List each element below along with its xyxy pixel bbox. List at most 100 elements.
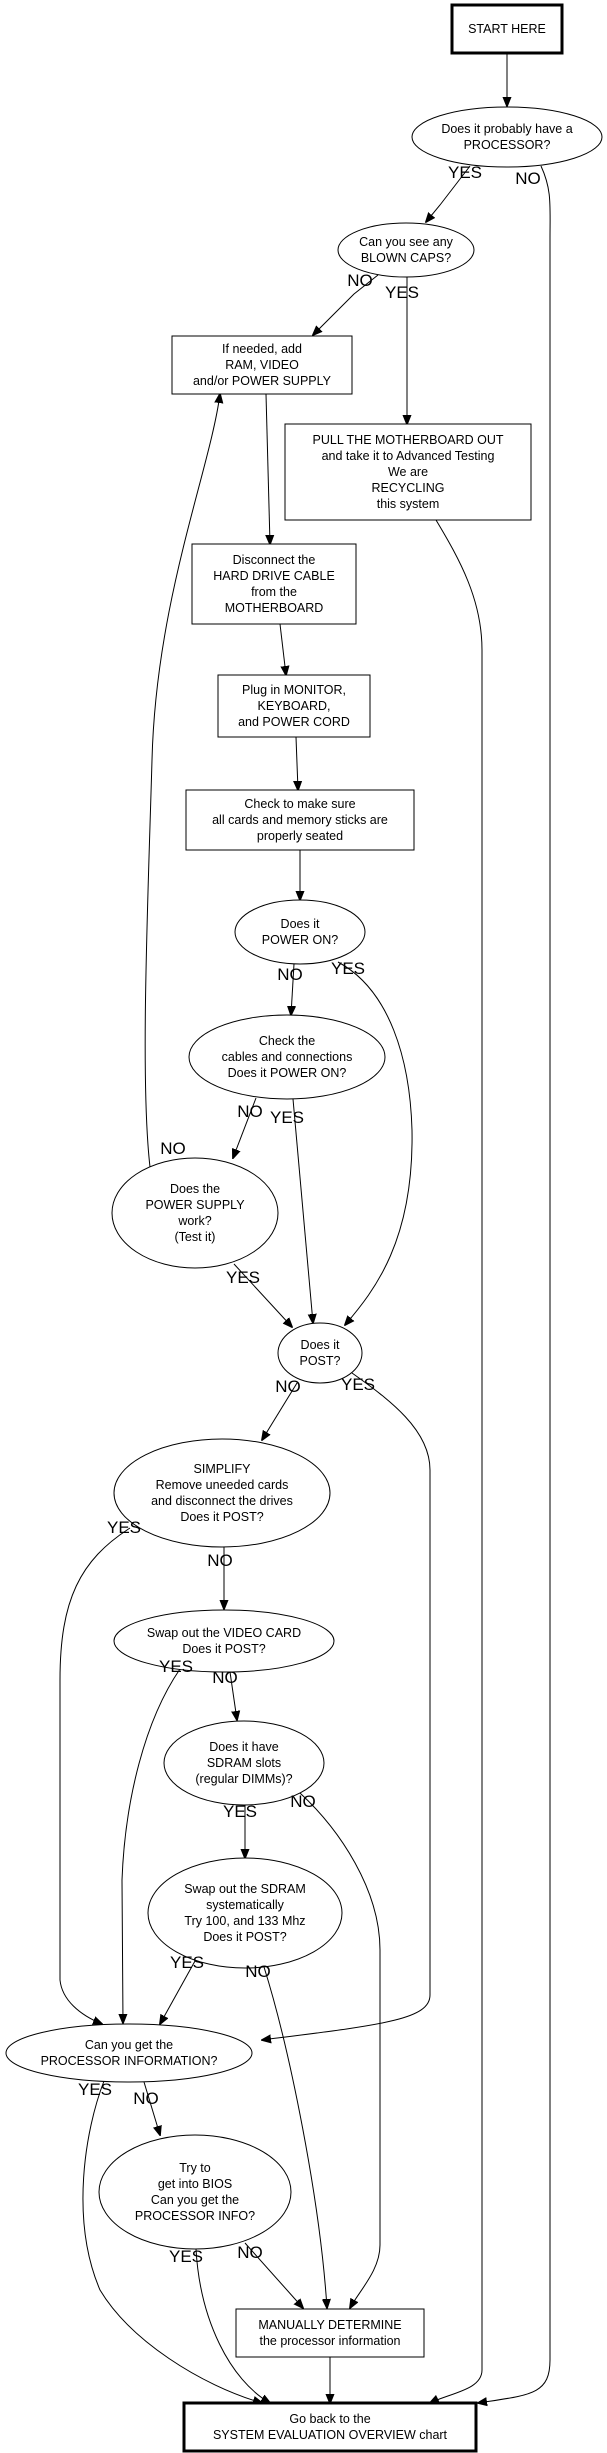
node-text-line: Does it POST? — [203, 1930, 286, 1944]
edge-check-cables-to-post — [292, 1098, 313, 1323]
edge-label-no: NO — [207, 1551, 233, 1570]
decision-ellipse — [411, 106, 603, 168]
node-text-line: Does the — [170, 1182, 220, 1196]
edge-label-yes: YES — [78, 2080, 112, 2099]
edge-psu-work-to-add-parts — [144, 394, 220, 1168]
node-has-proc: Does it probably have a PROCESSOR? — [411, 106, 603, 168]
node-text-line: and take it to Advanced Testing — [322, 449, 495, 463]
edge-label-yes: YES — [341, 1375, 375, 1394]
node-swap-video: Swap out the VIDEO CARD Does it POST? — [113, 1609, 335, 1673]
decision-ellipse — [147, 1857, 343, 1969]
edge-bios-to-manual — [244, 2242, 303, 2308]
node-text-line: and POWER CORD — [238, 715, 350, 729]
node-text-line: cables and connections — [222, 1050, 353, 1064]
edge-swap-sdram-to-manual — [263, 1966, 327, 2308]
edge-label-no: NO — [290, 1792, 316, 1811]
terminal-box — [450, 3, 564, 55]
edge-label-yes: YES — [270, 1108, 304, 1127]
node-text-line: RAM, VIDEO — [225, 358, 299, 372]
edge-has-proc-to-go-back — [478, 165, 551, 2403]
edge-sdram-slots-to-manual — [299, 1792, 381, 2308]
node-text-line: PROCESSOR INFORMATION? — [41, 2054, 218, 2068]
decision-ellipse — [113, 1609, 335, 1673]
edge-bios-to-go-back — [195, 2248, 270, 2403]
node-text-line: PROCESSOR? — [464, 138, 551, 152]
node-text-line: get into BIOS — [158, 2177, 232, 2191]
node-start: START HERE — [450, 3, 564, 55]
node-text-line: Check the — [259, 1034, 315, 1048]
edge-label-no: NO — [133, 2089, 159, 2108]
process-box — [217, 674, 371, 738]
decision-ellipse — [337, 222, 475, 278]
node-text-line: Does it — [281, 917, 320, 931]
node-manual: MANUALLY DETERMINE the processor informat… — [235, 2308, 425, 2358]
node-text-line: Disconnect the — [233, 553, 316, 567]
edge-label-yes: YES — [331, 959, 365, 978]
node-text-line: the processor information — [259, 2334, 400, 2348]
node-text-line: KEYBOARD, — [258, 699, 331, 713]
node-text-line: Does it have — [209, 1740, 279, 1754]
edge-label-no: NO — [212, 1668, 238, 1687]
edge-post-to-proc-info — [262, 1372, 431, 2040]
edge-has-proc-to-blown-caps — [426, 165, 471, 222]
node-text-line: Does it probably have a — [441, 122, 572, 136]
edge-label-no: NO — [237, 1102, 263, 1121]
edge-add-parts-to-disconnect-hd — [266, 393, 270, 544]
edge-simplify-to-proc-info — [59, 1527, 131, 2024]
node-text-line: Try 100, and 133 Mhz — [184, 1914, 305, 1928]
node-text-line: Swap out the VIDEO CARD — [147, 1626, 301, 1640]
process-box — [191, 543, 357, 625]
edge-power-on-to-post — [337, 961, 413, 1325]
edge-label-no: NO — [515, 169, 541, 188]
edge-blown-caps-to-add-parts — [313, 274, 379, 335]
node-text-line: PULL THE MOTHERBOARD OUT — [313, 433, 504, 447]
decision-ellipse — [113, 1438, 331, 1548]
edge-label-yes: YES — [226, 1268, 260, 1287]
node-text-line: and/or POWER SUPPLY — [193, 374, 332, 388]
edge-label-no: NO — [347, 271, 373, 290]
decision-ellipse — [188, 1014, 386, 1100]
process-box — [185, 789, 415, 851]
edge-power-on-to-check-cables — [291, 963, 294, 1015]
node-text-line: from the — [251, 585, 297, 599]
process-box — [171, 335, 353, 395]
edge-pull-mb-to-go-back — [430, 519, 483, 2403]
edge-label-no: NO — [277, 965, 303, 984]
node-text-line: and disconnect the drives — [151, 1494, 293, 1508]
edge-label-yes: YES — [169, 2247, 203, 2266]
decision-ellipse — [234, 899, 366, 965]
node-text-line: If needed, add — [222, 342, 302, 356]
edge-check-cables-to-psu-work — [233, 1097, 257, 1158]
node-text-line: POST? — [300, 1354, 341, 1368]
edge-psu-work-to-post — [233, 1263, 292, 1327]
node-text-line: RECYCLING — [372, 481, 445, 495]
decision-ellipse — [163, 1720, 325, 1806]
node-text-line: SIMPLIFY — [194, 1462, 252, 1476]
edge-label-yes: YES — [223, 1802, 257, 1821]
edge-label-no: NO — [160, 1139, 186, 1158]
edge-proc-info-to-go-back — [82, 2080, 262, 2403]
process-box — [235, 2308, 425, 2358]
edge-label-yes: YES — [107, 1518, 141, 1537]
node-text-line: MANUALLY DETERMINE — [258, 2318, 401, 2332]
node-text-line: We are — [388, 465, 428, 479]
node-text-line: Does it POST? — [182, 1642, 265, 1656]
edge-disconnect-hd-to-plug-in — [279, 623, 286, 675]
edge-label-no: NO — [245, 1962, 271, 1981]
node-text-line: Try to — [179, 2161, 211, 2175]
edge-swap-sdram-to-proc-info — [160, 1960, 196, 2024]
edge-label-yes: YES — [385, 283, 419, 302]
node-text-line: Does it POWER ON? — [228, 1066, 347, 1080]
node-text-line: Can you see any — [359, 235, 454, 249]
edge-swap-video-to-proc-info — [122, 1668, 181, 2023]
node-text-line: POWER SUPPLY — [145, 1198, 245, 1212]
